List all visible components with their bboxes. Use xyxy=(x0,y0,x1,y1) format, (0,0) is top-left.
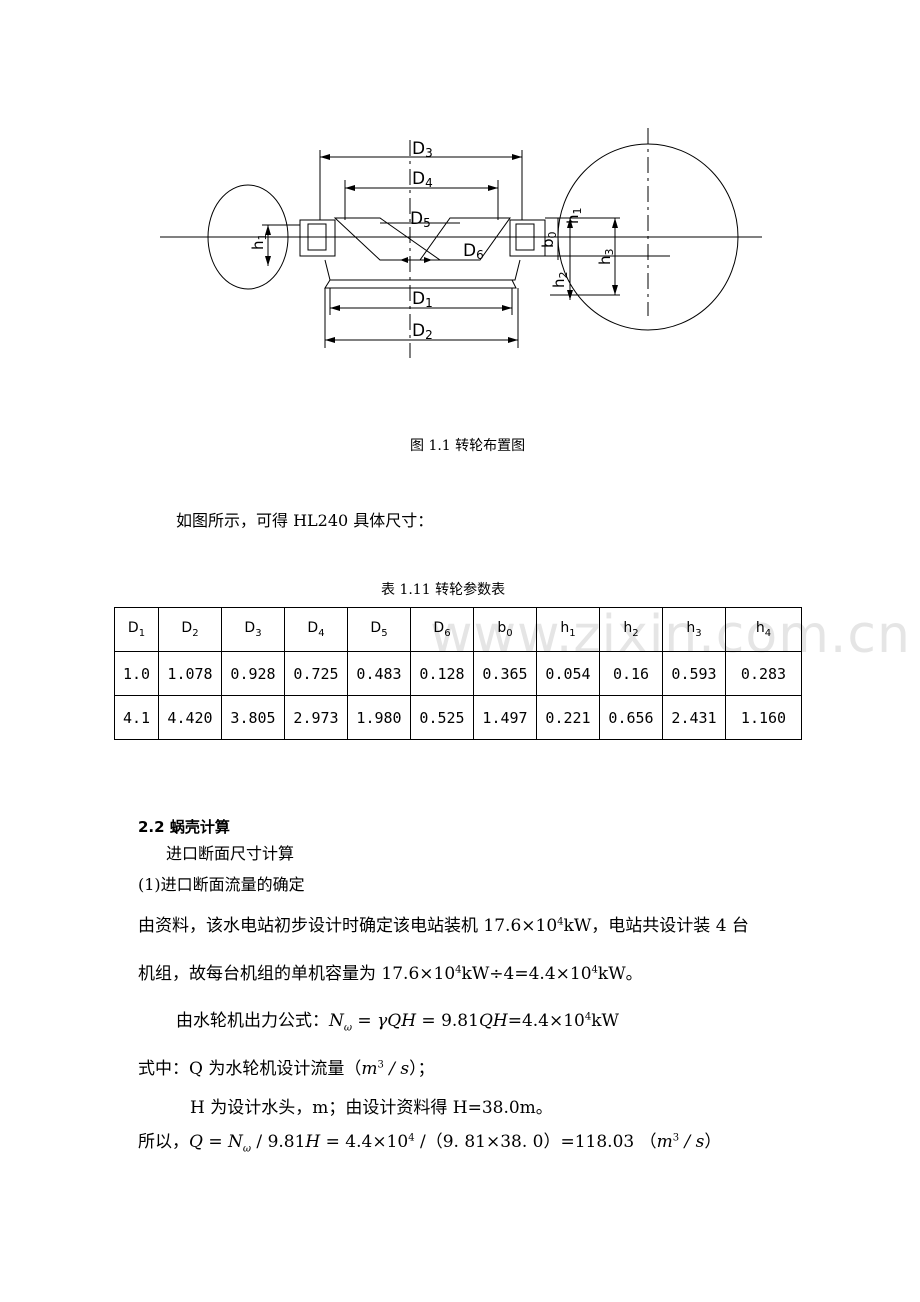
table-header-cell: h4 xyxy=(725,607,802,652)
label-b0: b0 xyxy=(539,231,559,248)
intro-text: 如图所示，可得 HL240 具体尺寸： xyxy=(176,511,434,530)
label-h1-left: h1 xyxy=(249,233,269,250)
table-cell: 0.656 xyxy=(599,695,663,740)
flow-result: 所以，Q = Nω / 9.81H = 4.4×104 /（9. 81×38. … xyxy=(138,1132,722,1155)
table-header-cell: b0 xyxy=(473,607,537,652)
table-header-cell: D3 xyxy=(221,607,285,652)
left-spiral-section xyxy=(207,184,289,290)
table-header-cell: h3 xyxy=(662,607,726,652)
section-title: 蜗壳计算 xyxy=(169,818,230,836)
where-clause: 式中：Q 为水轮机设计流量（m3 / s）； xyxy=(138,1059,435,1079)
table-cell: 0.221 xyxy=(536,695,600,740)
output-formula: 由水轮机出力公式：Nω = γQH = 9.81QH=4.4×104kW xyxy=(176,1011,620,1034)
figure-caption: 图 1.1 转轮布置图 xyxy=(410,438,526,454)
table-header-cell: h1 xyxy=(536,607,600,652)
table-cell: 0.365 xyxy=(473,651,537,696)
table-cell: 1.497 xyxy=(473,695,537,740)
head-definition: H 为设计水头，m；由设计资料得 H=38.0m。 xyxy=(190,1098,553,1118)
table-cell: 3.805 xyxy=(221,695,285,740)
table-cell: 0.725 xyxy=(284,651,348,696)
table-cell: 0.525 xyxy=(410,695,474,740)
table-cell: 0.593 xyxy=(662,651,726,696)
table-cell: 4.420 xyxy=(158,695,222,740)
table-cell: 4.1 xyxy=(114,695,159,740)
paragraph-2: 机组，故每台机组的单机容量为 17.6×104kW÷4=4.4×104kW。 xyxy=(138,964,643,984)
section-heading: 2.2 蜗壳计算 xyxy=(138,816,230,837)
label-D5: D5 xyxy=(410,209,431,230)
table-header-cell: D6 xyxy=(410,607,474,652)
label-D3: D3 xyxy=(412,139,433,160)
subheading: 进口断面尺寸计算 xyxy=(166,844,295,863)
table-cell: 2.431 xyxy=(662,695,726,740)
table-header-cell: D5 xyxy=(347,607,411,652)
item-1: (1)进口断面流量的确定 xyxy=(138,875,305,894)
section-number: 2.2 xyxy=(138,818,165,836)
table-cell: 1.0 xyxy=(114,651,159,696)
label-D2: D2 xyxy=(412,321,433,342)
label-h3: h3 xyxy=(596,248,616,265)
table-cell: 0.16 xyxy=(599,651,663,696)
label-D1: D1 xyxy=(412,289,433,310)
table-cell: 1.078 xyxy=(158,651,222,696)
table-cell: 0.128 xyxy=(410,651,474,696)
label-D4: D4 xyxy=(412,169,433,190)
table-header-cell: D2 xyxy=(158,607,222,652)
paragraph-1: 由资料，该水电站初步设计时确定该电站装机 17.6×104kW，电站共设计装 4… xyxy=(138,916,749,936)
table-header-cell: D4 xyxy=(284,607,348,652)
table-cell: 1.160 xyxy=(725,695,802,740)
label-h2: h2 xyxy=(550,271,570,288)
table-cell: 0.054 xyxy=(536,651,600,696)
table-caption: 表 1.11 转轮参数表 xyxy=(381,582,506,598)
table-cell: 0.283 xyxy=(725,651,802,696)
table-header-cell: h2 xyxy=(599,607,663,652)
table-cell: 1.980 xyxy=(347,695,411,740)
runner-layout-diagram: D3 D4 D5 D6 D1 D2 h1 b0 h1 h2 h3 xyxy=(160,128,762,358)
label-h1-right: h1 xyxy=(564,207,584,224)
table-header-cell: D1 xyxy=(114,607,159,652)
label-D6: D6 xyxy=(463,241,484,262)
table-cell: 0.483 xyxy=(347,651,411,696)
table-cell: 0.928 xyxy=(221,651,285,696)
table-cell: 2.973 xyxy=(284,695,348,740)
